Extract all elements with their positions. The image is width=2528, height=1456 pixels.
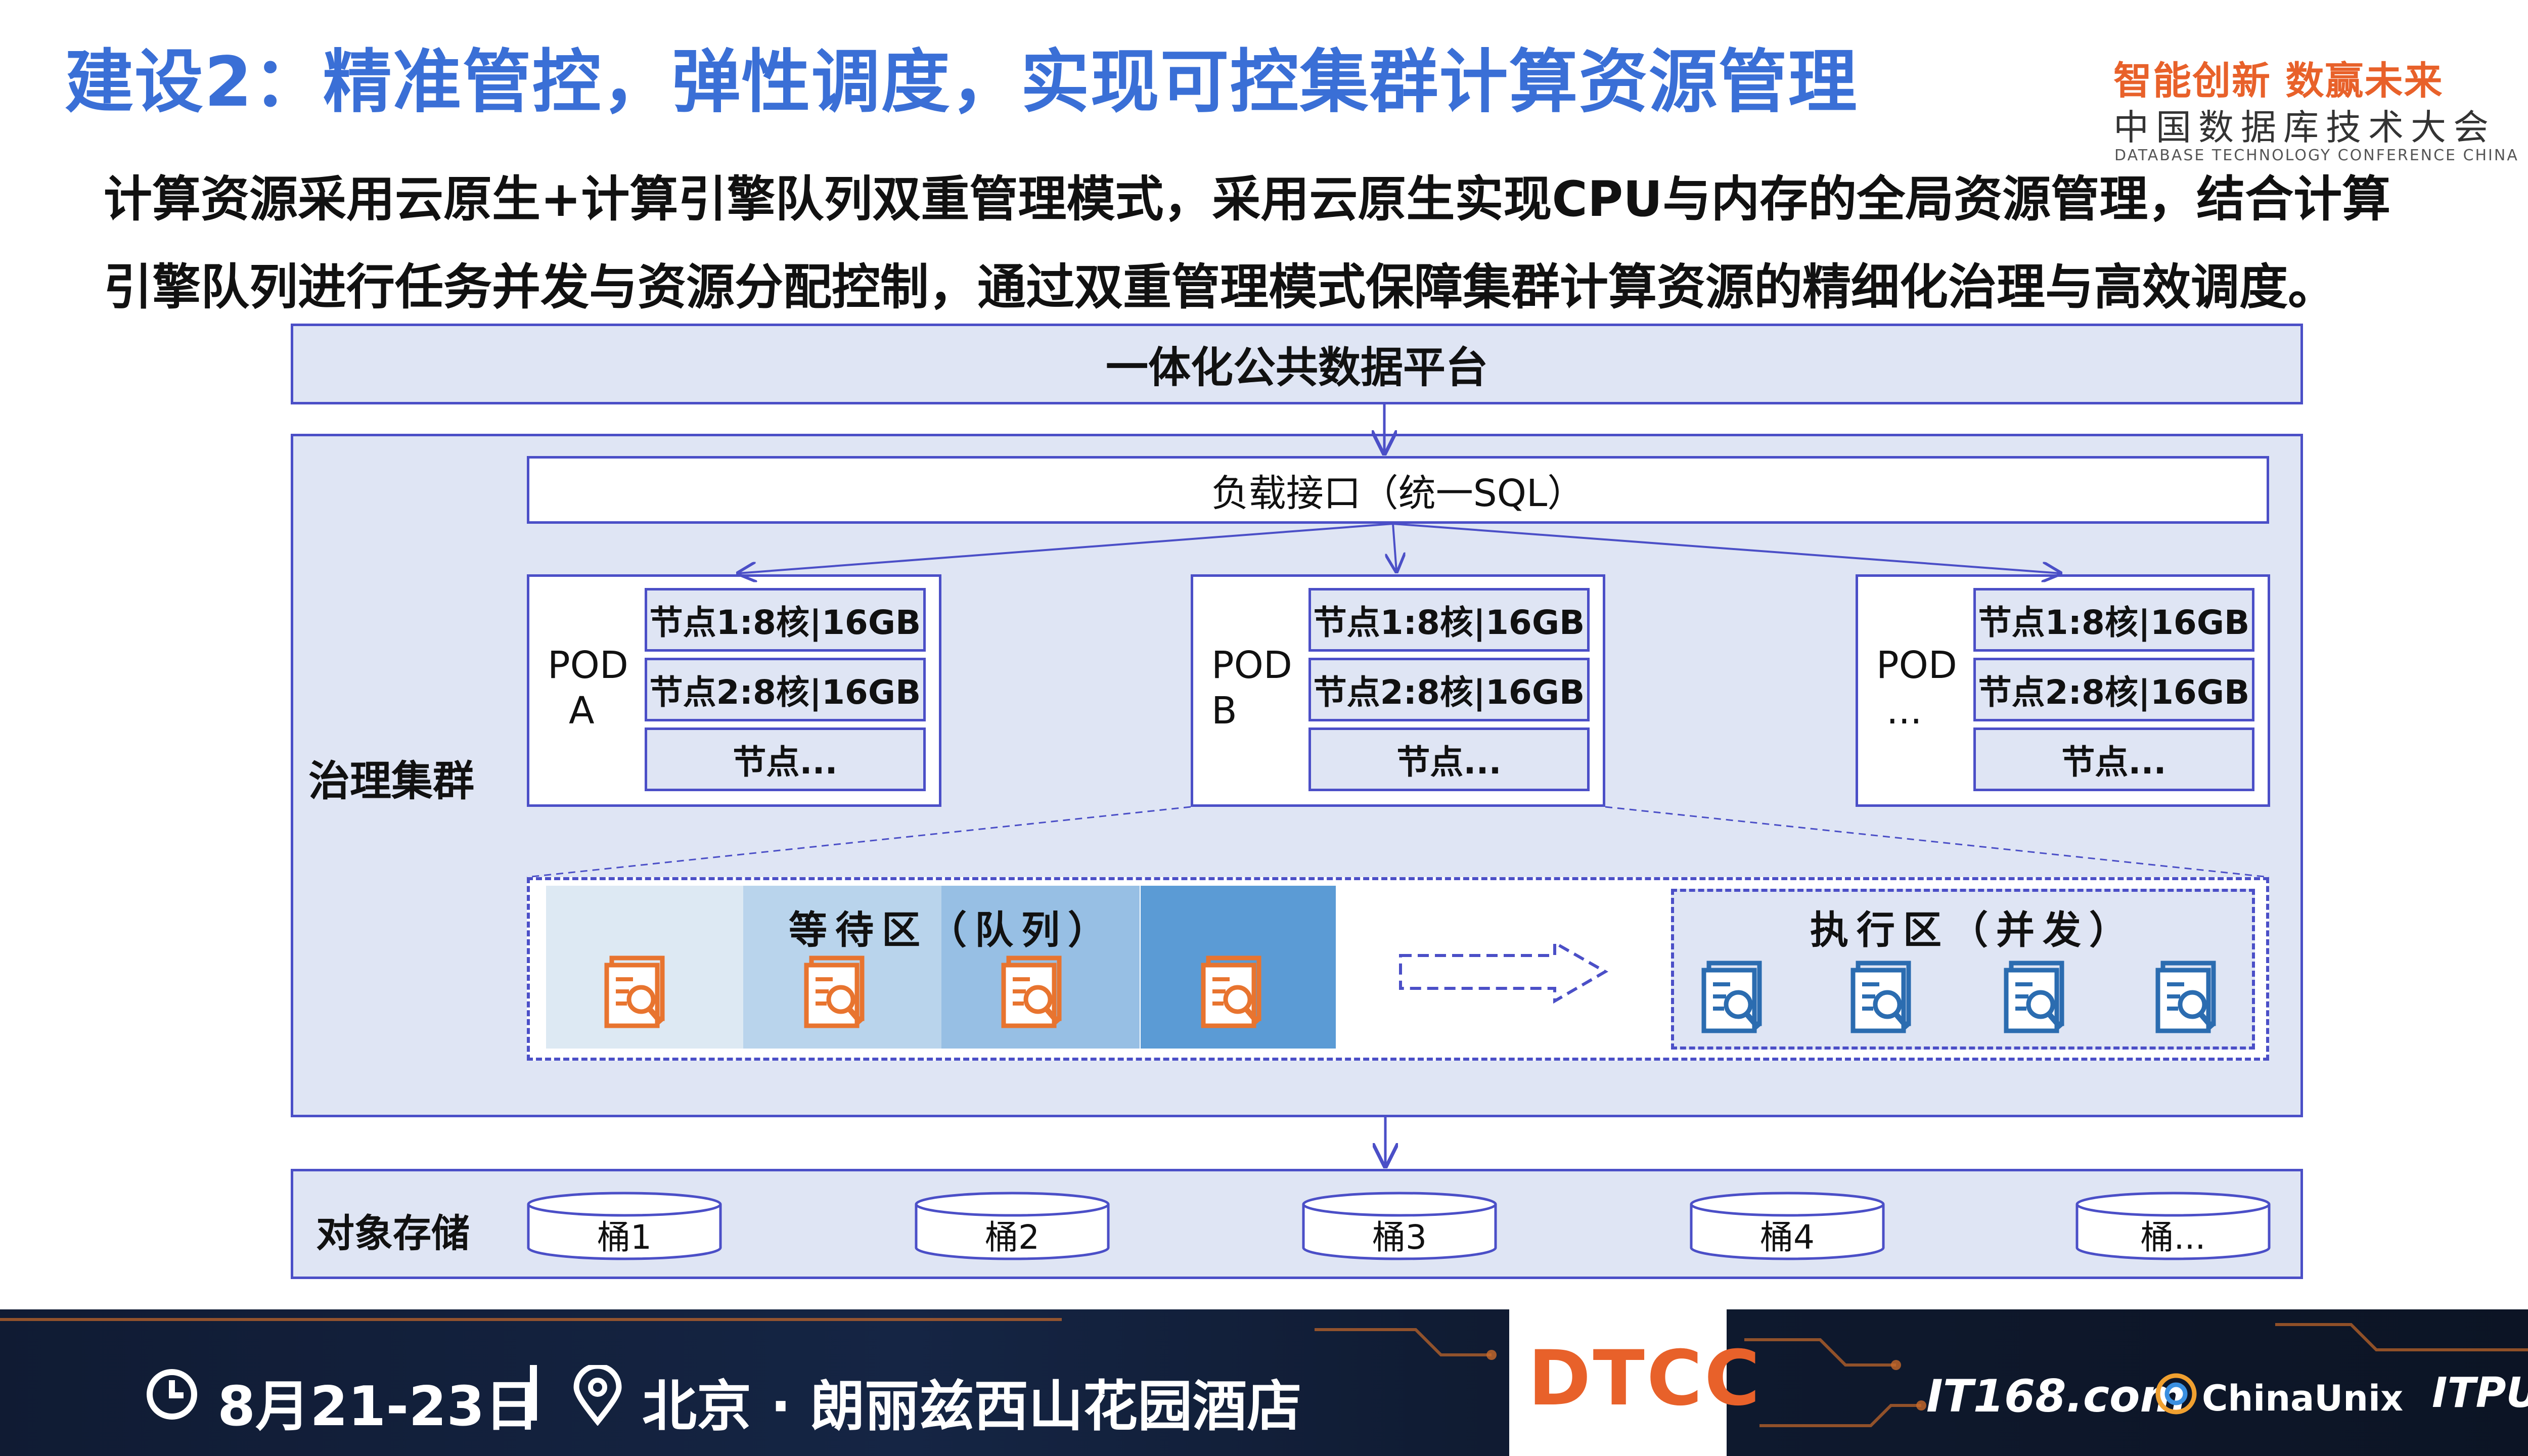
clock-icon [147,1369,197,1420]
data-platform-box: 一体化公共数据平台 [291,324,2303,404]
pod-a-node-more: 节点... [645,727,926,791]
conference-name-cn: 中国数据库技术大会 [2113,107,2496,148]
arrow-api-to-pod-b [1393,523,1396,571]
pod-a-node-2: 节点2:8核|16GB [645,658,926,721]
executing-task-icon [1704,963,1759,1031]
exec-zone-label: 执行区（并发） [1810,907,2136,952]
bucket-4-label: 桶4 [1760,1218,1815,1257]
governance-cluster-label: 治理集群 [308,757,475,805]
chinaunix-logo-icon [2155,1373,2197,1415]
pod-more-node-2: 节点2:8核|16GB [1973,658,2254,721]
bucket-3-label: 桶3 [1372,1218,1427,1257]
waiting-task-icon [607,958,662,1026]
bucket-more-cylinder [2075,1192,2271,1260]
chinaunix-logo: ChinaUnix [2202,1378,2404,1419]
bucket-3-cylinder [1302,1192,1497,1260]
footer-divider [530,1365,537,1421]
slide-title: 建设2：精准管控，弹性调度，实现可控集群计算资源管理 [65,42,1858,122]
bucket-2-label: 桶2 [985,1218,1040,1257]
executing-task-icon [2158,963,2214,1031]
arrow-wait-to-exec [1399,940,1609,1004]
bucket-more-label: 桶... [2140,1218,2206,1257]
pod-a: POD A 节点1:8核|16GB 节点2:8核|16GB 节点... [527,574,941,807]
wait-zone-label: 等待区（队列） [789,907,1114,952]
bucket-1-cylinder [527,1192,722,1260]
pod-b-label: POD B [1211,643,1292,734]
pod-more: POD ... 节点1:8核|16GB 节点2:8核|16GB 节点... [1856,574,2270,807]
event-date: 8月21-23日 [217,1375,539,1438]
bucket-4-cylinder [1690,1192,1885,1260]
pod-a-label-line2: A [569,689,595,733]
dtcc-logo: DTCC [1528,1335,1762,1423]
object-storage-label: 对象存储 [316,1211,470,1256]
pod-more-label-line1: POD [1876,644,1957,687]
pod-a-node-1: 节点1:8核|16GB [645,588,926,652]
pod-more-label-line2: ... [1886,689,1922,733]
executing-task-icon [1853,963,1909,1031]
pod-more-node-1: 节点1:8核|16GB [1973,588,2254,652]
waiting-task-icon [1004,958,1059,1026]
conference-slogan: 智能创新 数赢未来 [2113,58,2444,103]
it168-logo: IT168.com [1926,1370,2187,1422]
pod-more-node-more: 节点... [1973,727,2254,791]
pod-more-label: POD ... [1876,643,1957,734]
footer-banner [0,1309,2528,1456]
pod-a-label-line1: POD [548,644,628,687]
conference-name-en: DATABASE TECHNOLOGY CONFERENCE CHINA [2114,147,2519,164]
pod-b-label-line2: B [1211,689,1237,733]
waiting-task-icon [1203,958,1259,1026]
bucket-2-cylinder [915,1192,1110,1260]
location-pin-icon [573,1365,622,1426]
description-line-1: 计算资源采用云原生+计算引擎队列双重管理模式，采用云原生实现CPU与内存的全局资… [104,171,2391,228]
pod-b-node-1: 节点1:8核|16GB [1308,588,1590,652]
executing-task-icon [2006,963,2062,1031]
pod-a-label: POD A [548,643,628,734]
zoom-line-left [526,806,1191,878]
dtcc-logo-box [1509,1309,1727,1456]
pod-b: POD B 节点1:8核|16GB 节点2:8核|16GB 节点... [1191,574,1605,807]
description-line-2: 引擎队列进行任务并发与资源分配控制，通过双重管理模式保障集群计算资源的精细化治理… [104,259,2336,315]
bucket-1-label: 桶1 [597,1218,652,1257]
load-interface-box: 负载接口（统一SQL） [527,456,2269,524]
arrow-api-to-pod-a [738,523,1393,573]
arrow-api-to-pod-more [1392,523,2060,573]
itpub-logo: ITPUB [2432,1369,2528,1417]
event-venue: 北京 · 朗丽兹西山花园酒店 [642,1375,1302,1438]
pod-b-label-line1: POD [1211,644,1292,687]
pod-b-node-2: 节点2:8核|16GB [1308,658,1590,721]
waiting-task-icon [806,958,862,1026]
pod-b-node-more: 节点... [1308,727,1590,791]
zoom-line-right [1605,806,2270,878]
circuit-decoration [0,1318,2528,1427]
